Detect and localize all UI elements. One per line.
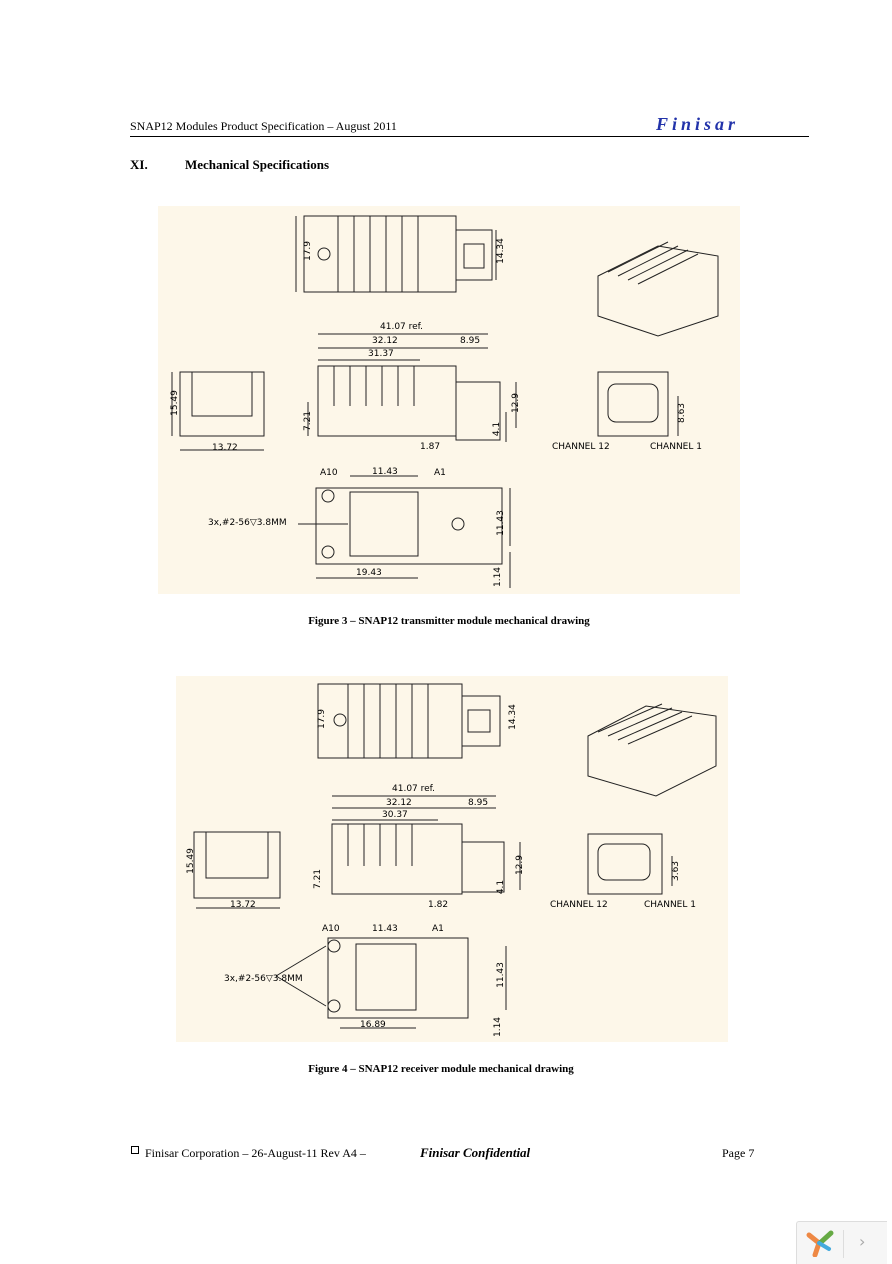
label-ch1: CHANNEL 1 — [650, 442, 702, 452]
header-title: SNAP12 Modules Product Specification – A… — [130, 119, 397, 133]
dim-w2: 13.72 — [212, 443, 238, 453]
dim-side: 11.43 — [495, 962, 506, 988]
dim-b2: 1.14 — [493, 566, 504, 588]
dim-h3: 7.21 — [303, 410, 314, 432]
label-a10: A10 — [322, 924, 340, 934]
dim-w1: 15.49 — [185, 848, 196, 874]
footer-box — [131, 1146, 139, 1154]
dim-bottom: 19.43 — [356, 568, 382, 578]
dim-side: 11.43 — [495, 510, 506, 536]
dim-bottom: 16.89 — [360, 1020, 386, 1030]
dim-total: 41.07 ref. — [380, 322, 424, 332]
dim-pitch: 11.43 — [372, 467, 398, 477]
label-ch12: CHANNEL 12 — [550, 900, 608, 910]
figure4-drawing: 17.9 14.34 41.07 ref. 32.12 8.95 30.37 1… — [176, 676, 728, 1042]
dim-d1: 32.12 — [372, 336, 398, 346]
label-a1: A1 — [432, 924, 444, 934]
finisar-logo: Finisar — [656, 114, 740, 134]
dim-d1: 32.12 — [386, 798, 412, 808]
dim-h4: 12.9 — [511, 392, 522, 414]
section-title: Mechanical Specifications — [185, 157, 330, 172]
dim-d2: 8.95 — [460, 336, 481, 346]
figure3-caption: Figure 3 – SNAP12 transmitter module mec… — [308, 615, 590, 627]
figure4-caption: Figure 4 – SNAP12 receiver module mechan… — [308, 1063, 574, 1075]
footer-center: Finisar Confidential — [420, 1145, 531, 1160]
dim-w1: 15.49 — [169, 390, 180, 416]
header-rule — [130, 136, 809, 137]
dim-h6: 8.63 — [677, 402, 688, 424]
label-screw: 3x,#2-56▽3.8MM — [224, 974, 303, 984]
app-logo-icon[interactable] — [805, 1229, 835, 1262]
label-a10: A10 — [320, 468, 338, 478]
footer-page: Page 7 — [722, 1146, 755, 1160]
dim-h2: 14.34 — [507, 704, 518, 730]
section-number: XI. — [130, 157, 148, 172]
dim-d2: 8.95 — [468, 798, 489, 808]
figure3-drawing: 17.9 14.34 41.07 ref. 32.12 8.95 31.37 1… — [158, 206, 740, 594]
label-ch12: CHANNEL 12 — [552, 442, 610, 452]
dim-pitch: 11.43 — [372, 924, 398, 934]
dim-h5: 4.1 — [496, 879, 507, 895]
next-page-icon[interactable]: › — [859, 1232, 866, 1251]
dim-h6: 3.63 — [671, 860, 682, 882]
label-ch1: CHANNEL 1 — [644, 900, 696, 910]
dim-h5: 4.1 — [492, 421, 503, 437]
dim-b2: 1.14 — [493, 1016, 504, 1038]
footer-left: Finisar Corporation – 26-August-11 Rev A… — [145, 1146, 366, 1160]
label-screw: 3x,#2-56▽3.8MM — [208, 518, 287, 528]
dim-d4: 1.82 — [428, 900, 449, 910]
dim-d3: 31.37 — [368, 349, 394, 359]
dim-d4: 1.87 — [420, 442, 441, 452]
viewer-widget: › — [796, 1221, 887, 1264]
widget-separator — [843, 1230, 844, 1258]
dim-d3: 30.37 — [382, 810, 408, 820]
dim-h1: 17.9 — [303, 240, 314, 262]
dim-h1: 17.9 — [317, 708, 328, 730]
label-a1: A1 — [434, 468, 446, 478]
dim-h2: 14.34 — [495, 238, 506, 264]
dim-h3: 7.21 — [313, 868, 324, 890]
dim-h4: 12.9 — [515, 854, 526, 876]
dim-total: 41.07 ref. — [392, 784, 436, 794]
dim-w2: 13.72 — [230, 900, 256, 910]
